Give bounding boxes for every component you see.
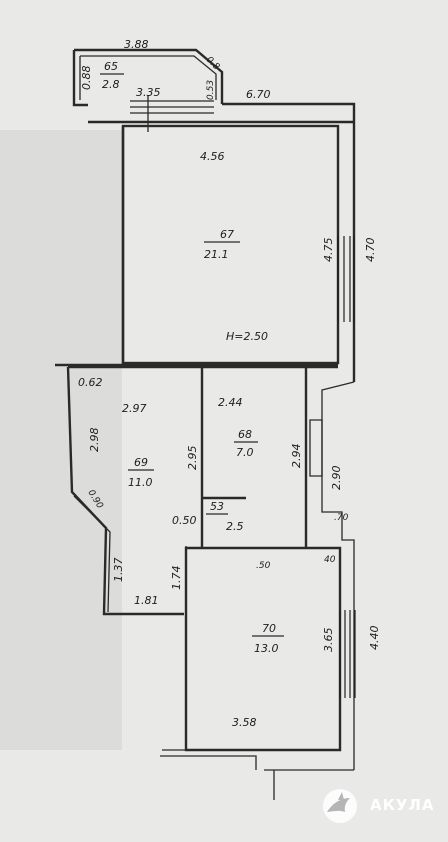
- room-label-kitchen: 69 11.0: [128, 456, 154, 489]
- right-outer-step: [321, 381, 355, 770]
- dim-bedroom-outer: 4.40: [368, 626, 381, 651]
- dim-kitchen-top: 2.97: [122, 402, 147, 415]
- svg-text:67: 67: [220, 228, 234, 241]
- scan-patch: [0, 130, 122, 750]
- dim-bedroom-bottom: 3.58: [232, 716, 257, 729]
- shark-logo-icon: [323, 789, 357, 823]
- bedroom-window: [339, 610, 356, 698]
- dim-living-right: 4.75: [322, 238, 335, 263]
- room-label-balcony: 65 2.8: [100, 60, 124, 91]
- dim-kitchen-corner: 0.62: [78, 376, 103, 389]
- dim-small-70: .70: [334, 513, 349, 523]
- dim-small-50: .50: [256, 561, 271, 571]
- dim-kitchen-left: 2.98: [88, 428, 101, 453]
- balcony: [72, 48, 224, 132]
- dim-balcony-w: 3.88: [124, 38, 149, 51]
- room-label-living: 67 21.1: [204, 228, 240, 261]
- bath: [202, 367, 323, 548]
- dim-bedroom-inner: 3.65: [322, 628, 335, 653]
- room-label-wc: 53 2.5: [206, 500, 244, 533]
- bedroom: [160, 546, 354, 800]
- svg-text:11.0: 11.0: [128, 476, 153, 489]
- corridor-wall: [55, 363, 338, 369]
- ceiling-height: H=2.50: [226, 330, 268, 343]
- watermark: АКУЛА: [318, 786, 442, 826]
- dim-living-top: 4.56: [200, 150, 225, 163]
- outer-wall-top: [88, 102, 356, 382]
- svg-text:13.0: 13.0: [254, 642, 279, 655]
- svg-text:70: 70: [262, 622, 276, 635]
- dim-kitchen-bottom: 1.81: [134, 594, 159, 607]
- dim-kitchen-bottom-right: 1.74: [170, 566, 183, 591]
- svg-text:65: 65: [104, 60, 118, 73]
- dim-balcony-h: 0.88: [80, 66, 93, 91]
- watermark-text: АКУЛА: [370, 796, 435, 814]
- dim-wc-w: 0.50: [172, 514, 197, 527]
- svg-text:69: 69: [134, 456, 148, 469]
- svg-text:68: 68: [238, 428, 252, 441]
- dim-kitchen-lower: 1.37: [112, 558, 125, 583]
- svg-text:21.1: 21.1: [204, 248, 229, 261]
- svg-text:2.8: 2.8: [102, 78, 120, 91]
- dim-bath-right: 2.94: [290, 444, 303, 469]
- dim-living-outer: 4.70: [364, 238, 377, 263]
- dim-top-right: 6.70: [246, 88, 271, 101]
- svg-text:2.5: 2.5: [226, 520, 244, 533]
- dim-balcony-side: 0.53: [206, 80, 216, 100]
- living-window: [337, 236, 355, 322]
- room-label-bedroom: 70 13.0: [252, 622, 284, 655]
- dim-small-40: 40: [324, 555, 336, 565]
- room-label-bath: 68 7.0: [234, 428, 258, 459]
- dim-balcony-inner: 3.35: [136, 86, 161, 99]
- dim-bath-top: 2.44: [218, 396, 243, 409]
- dim-kitchen-right: 2.95: [186, 446, 199, 471]
- svg-text:7.0: 7.0: [236, 446, 254, 459]
- kitchen: [66, 366, 204, 616]
- svg-text:53: 53: [210, 500, 224, 513]
- dim-bath-outer: 2.90: [330, 466, 343, 491]
